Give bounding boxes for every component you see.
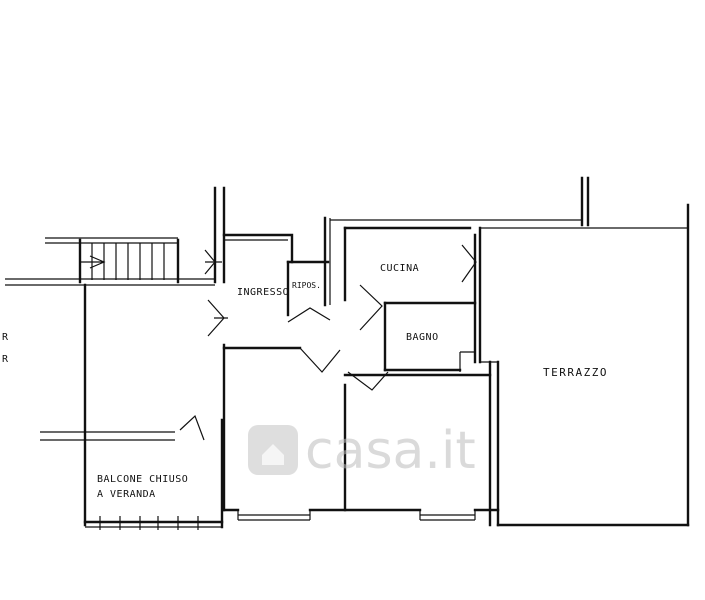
wall-top-right-step <box>580 176 590 227</box>
watermark-house-icon <box>262 444 284 465</box>
label-bagno: BAGNO <box>406 332 439 343</box>
window-left <box>237 510 311 520</box>
wall-cucina-right <box>473 226 482 364</box>
label-terrazzo: TERRAZZO <box>543 366 608 379</box>
walls <box>5 176 690 529</box>
door-cucina-corridor <box>359 284 383 331</box>
window-right <box>419 510 476 520</box>
doors <box>179 244 477 441</box>
stair-arrow <box>80 255 106 269</box>
wall-ingresso-top <box>222 233 294 264</box>
edge-mark-2: R <box>2 354 9 365</box>
door-corridor <box>287 307 341 373</box>
label-ingresso: INGRESSO <box>237 287 289 298</box>
staircase <box>80 243 165 280</box>
balcony-window <box>99 516 199 530</box>
balcony-window-marks <box>99 516 199 530</box>
door-entry <box>204 249 222 275</box>
wall-balcony-mid <box>40 431 175 441</box>
door-bagno <box>347 371 389 391</box>
wall-bagno-inner <box>459 351 475 372</box>
label-cucina: CUCINA <box>380 263 419 274</box>
label-ripostiglio: RIPOS. <box>292 281 321 290</box>
wall-stair-block <box>78 238 180 284</box>
watermark: casa.it <box>248 421 476 481</box>
label-balcone-line1: BALCONE CHIUSO <box>97 474 188 485</box>
edge-mark-1: R <box>2 332 9 343</box>
door-cucina-terrazzo <box>461 244 477 283</box>
label-balcone-line2: A VERANDA <box>97 489 156 500</box>
door-ingresso-left <box>207 299 228 337</box>
door-balcone <box>179 414 205 441</box>
watermark-text: casa.it <box>305 421 476 481</box>
